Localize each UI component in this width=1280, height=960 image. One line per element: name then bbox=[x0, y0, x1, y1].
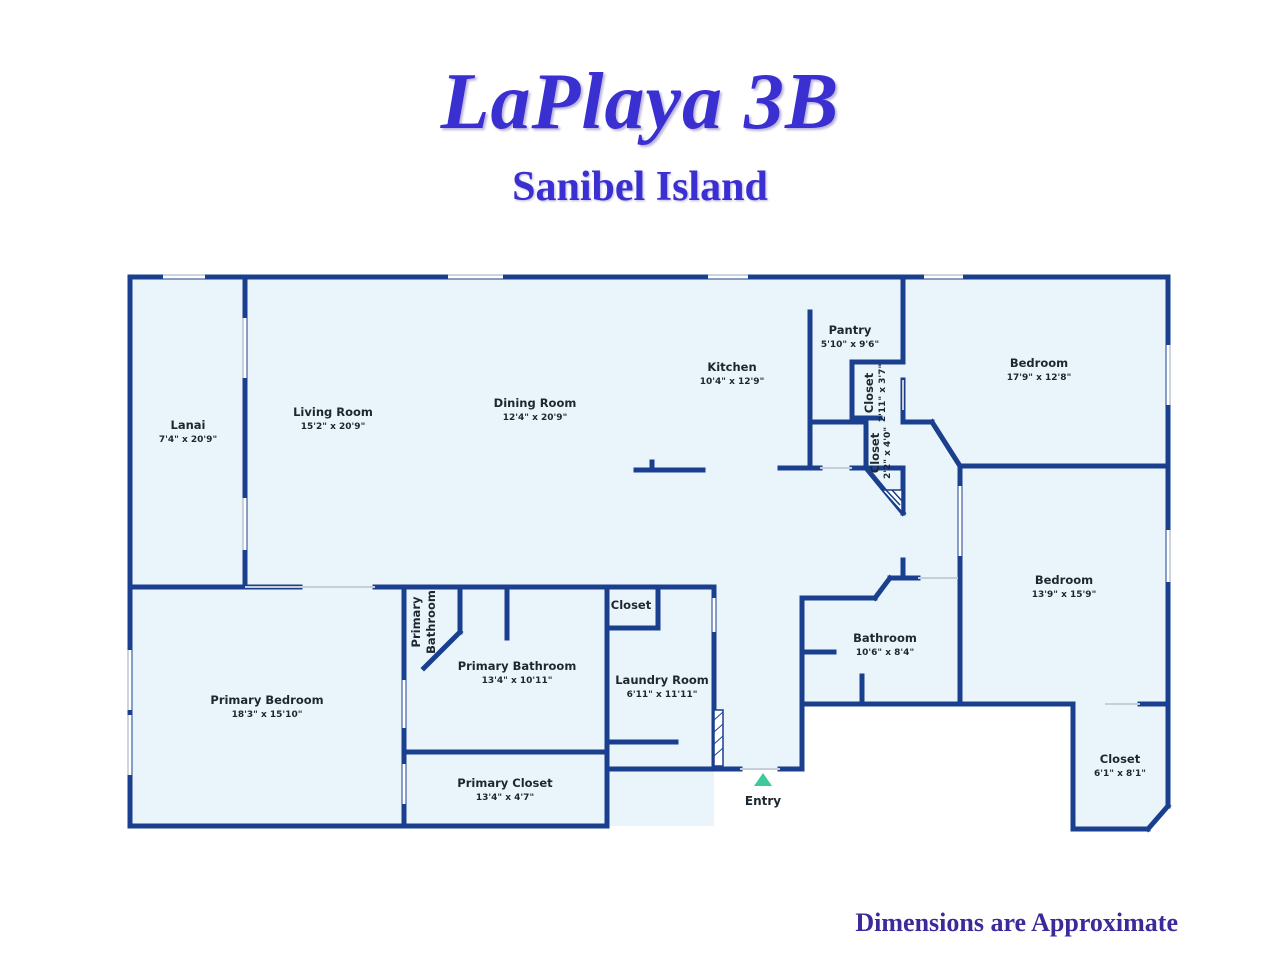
room-closet-hall-dims: 2'2" x 4'0" bbox=[883, 427, 893, 479]
room-lanai-dims: 7'4" x 20'9" bbox=[159, 435, 217, 445]
room-pantry-dims: 5'10" x 9'6" bbox=[821, 340, 879, 350]
room-laundry-name: Laundry Room bbox=[615, 673, 709, 687]
room-closet-bedroom-dims: 6'1" x 8'1" bbox=[1094, 769, 1146, 779]
room-primary-bath-small-line2: Bathroom bbox=[424, 590, 438, 654]
room-living-dims: 15'2" x 20'9" bbox=[301, 422, 366, 432]
room-labels: Lanai 7'4" x 20'9" Living Room 15'2" x 2… bbox=[159, 323, 1146, 803]
door-openings bbox=[245, 380, 1140, 770]
room-primary-bath-name: Primary Bathroom bbox=[458, 659, 577, 673]
room-dining-dims: 12'4" x 20'9" bbox=[503, 413, 568, 423]
room-bedroom1-name: Bedroom bbox=[1010, 356, 1068, 370]
room-primary-closet-name: Primary Closet bbox=[457, 776, 553, 790]
room-bathroom-name: Bathroom bbox=[853, 631, 917, 645]
room-primary-bath-dims: 13'4" x 10'11" bbox=[482, 676, 553, 686]
dimensions-note: Dimensions are Approximate bbox=[855, 908, 1178, 937]
room-primary-bedroom-dims: 18'3" x 15'10" bbox=[232, 710, 303, 720]
room-kitchen-dims: 10'4" x 12'9" bbox=[700, 377, 765, 387]
room-primary-closet-dims: 13'4" x 4'7" bbox=[476, 793, 534, 803]
room-primary-bath-small-line1: Primary bbox=[409, 596, 423, 647]
room-primary-bedroom-name: Primary Bedroom bbox=[210, 693, 323, 707]
room-bedroom2-dims: 13'9" x 15'9" bbox=[1032, 590, 1097, 600]
plan-title: LaPlaya 3B bbox=[440, 58, 840, 146]
windows bbox=[128, 275, 1170, 804]
entry-label: Entry bbox=[745, 794, 781, 808]
room-dining-name: Dining Room bbox=[494, 396, 577, 410]
room-laundry-dims: 6'11" x 11'11" bbox=[627, 690, 698, 700]
room-living-name: Living Room bbox=[293, 405, 373, 419]
plan-subtitle: Sanibel Island bbox=[512, 164, 768, 210]
room-closet-kitchen-dims: 2'11" x 3'7" bbox=[878, 364, 888, 422]
room-pantry-name: Pantry bbox=[829, 323, 872, 337]
room-closet-hall-name: Closet bbox=[868, 432, 882, 473]
room-bedroom2-name: Bedroom bbox=[1035, 573, 1093, 587]
room-bedroom1-dims: 17'9" x 12'8" bbox=[1007, 373, 1072, 383]
room-closet-kitchen-name: Closet bbox=[862, 372, 876, 413]
room-closet-bedroom-name: Closet bbox=[1100, 752, 1141, 766]
window-frames bbox=[127, 274, 1171, 775]
room-bathroom-dims: 10'6" x 8'4" bbox=[856, 648, 914, 658]
room-closet-laundry-name: Closet bbox=[611, 598, 652, 612]
utility-hatch bbox=[713, 489, 903, 767]
room-lanai-name: Lanai bbox=[171, 418, 206, 432]
entry-arrow-icon bbox=[754, 773, 772, 786]
room-kitchen-name: Kitchen bbox=[707, 360, 756, 374]
